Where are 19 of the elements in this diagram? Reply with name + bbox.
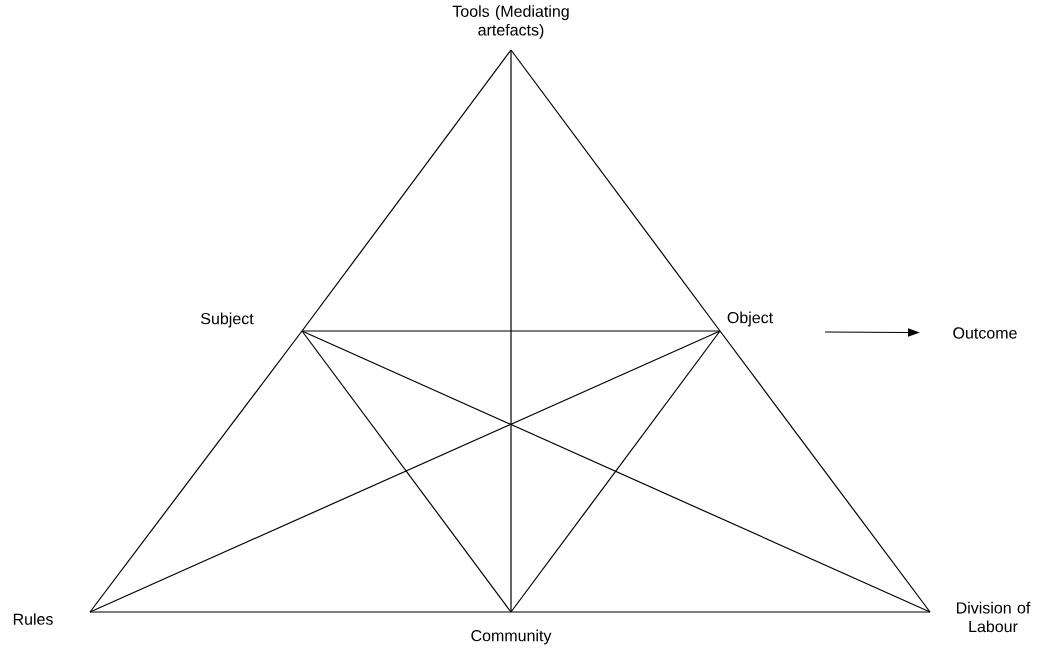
vertex-label: Subject bbox=[201, 312, 254, 328]
line bbox=[301, 330, 721, 332]
line bbox=[719, 330, 931, 613]
vertex-label: Rules bbox=[13, 613, 53, 625]
vertex-label: Object bbox=[727, 311, 773, 327]
vertex-label: Outcome bbox=[953, 327, 1017, 339]
vertex-label: Division of Labour bbox=[957, 601, 1031, 633]
line bbox=[301, 49, 512, 332]
line bbox=[510, 611, 931, 613]
line bbox=[510, 49, 512, 613]
line bbox=[89, 330, 303, 613]
line bbox=[301, 330, 512, 613]
line bbox=[510, 49, 721, 332]
line bbox=[301, 330, 931, 613]
line bbox=[89, 611, 512, 613]
line bbox=[89, 330, 721, 613]
vertex-label: Tools (Mediating artefacts) bbox=[452, 5, 569, 39]
vertex-label: Community bbox=[471, 629, 552, 645]
line bbox=[510, 330, 721, 613]
